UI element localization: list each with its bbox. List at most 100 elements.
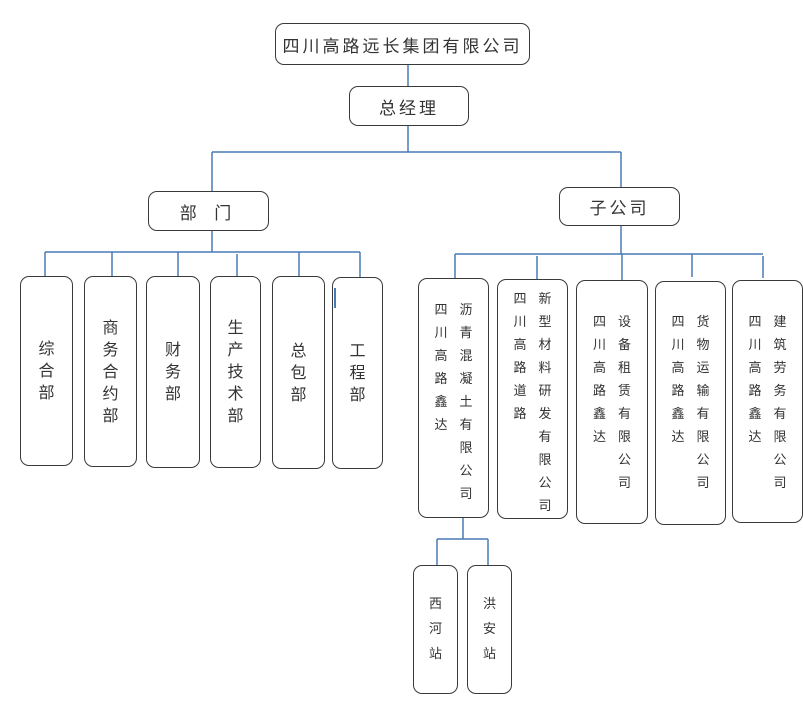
vertical-char: 路 xyxy=(671,384,685,399)
vertical-char: 司 xyxy=(618,476,632,491)
node-general-manager: 总经理 xyxy=(349,86,469,126)
vertical-char: 路 xyxy=(592,384,606,399)
vertical-char: 沥 xyxy=(459,303,473,318)
vertical-char: 司 xyxy=(696,476,710,491)
vertical-char: 司 xyxy=(773,476,787,491)
vertical-char: 部 xyxy=(227,406,244,425)
subsidiary-prefix: 四川高路鑫达 xyxy=(671,311,684,449)
vertical-char: 鑫 xyxy=(434,395,448,410)
vertical-char: 川 xyxy=(671,338,685,353)
vertical-char: 鑫 xyxy=(671,407,685,422)
vertical-char: 道 xyxy=(513,384,527,399)
vertical-char: 务 xyxy=(164,362,181,381)
vertical-char: 高 xyxy=(513,338,527,353)
node-general-manager-label: 总经理 xyxy=(379,98,439,119)
vertical-char: 术 xyxy=(227,384,244,403)
vertical-char: 限 xyxy=(459,441,473,456)
vertical-char: 部 xyxy=(102,405,119,425)
vertical-char: 四 xyxy=(434,303,448,318)
vertical-char: 混 xyxy=(459,349,473,364)
subsidiary-name: 新型材料研发有限公司 xyxy=(539,288,552,518)
vertical-char: 研 xyxy=(538,384,552,399)
vertical-char: 鑫 xyxy=(748,407,762,422)
vertical-char: 达 xyxy=(592,430,606,445)
subsidiary-prefix: 四川高路鑫达 xyxy=(593,311,606,449)
node-subsidiaries-label: 子公司 xyxy=(589,199,650,219)
vertical-char: 合 xyxy=(102,361,119,381)
vertical-char: 四 xyxy=(592,315,606,330)
vertical-char: 工 xyxy=(349,341,366,360)
vertical-char: 公 xyxy=(618,453,632,468)
vertical-char: 限 xyxy=(773,430,787,445)
vertical-char: 四 xyxy=(671,315,685,330)
vertical-char: 产 xyxy=(227,340,244,359)
vertical-char: 有 xyxy=(459,418,473,433)
subsidiary-prefix: 四川高路道路 xyxy=(513,288,526,426)
subsidiary-name: 建筑劳务有限公司 xyxy=(774,311,787,495)
vertical-char: 租 xyxy=(618,361,632,376)
vertical-char: 高 xyxy=(592,361,606,376)
vertical-char: 达 xyxy=(671,430,685,445)
node-dept-label: 生产技术部 xyxy=(227,317,243,427)
vertical-char: 有 xyxy=(696,407,710,422)
node-subsidiary-2: 四川高路道路 新型材料研发有限公司 xyxy=(497,279,568,519)
vertical-char: 路 xyxy=(513,407,527,422)
node-departments: 部 门 xyxy=(148,191,269,231)
vertical-char: 发 xyxy=(538,407,552,422)
node-subsidiary-1: 四川高路鑫达 沥青混凝土有限公司 xyxy=(418,278,489,518)
node-dept-2: 商务合约部 xyxy=(84,276,137,467)
vertical-char: 鑫 xyxy=(592,407,606,422)
vertical-char: 运 xyxy=(696,361,710,376)
vertical-char: 生 xyxy=(227,318,244,337)
vertical-char: 财 xyxy=(164,340,181,359)
subsidiary-name: 货物运输有限公司 xyxy=(697,311,710,495)
vertical-char: 西 xyxy=(428,597,442,612)
vertical-char: 设 xyxy=(618,315,632,330)
node-dept-label: 工程部 xyxy=(349,340,365,406)
vertical-char: 新 xyxy=(538,292,552,307)
vertical-char: 部 xyxy=(164,384,181,403)
vertical-char: 达 xyxy=(434,418,448,433)
subsidiary-prefix: 四川高路鑫达 xyxy=(748,311,761,449)
vertical-char: 司 xyxy=(459,487,473,502)
vertical-char: 路 xyxy=(748,384,762,399)
vertical-char: 安 xyxy=(482,622,496,637)
vertical-char: 部 xyxy=(349,385,366,404)
station-label: 洪安站 xyxy=(483,592,496,667)
vertical-char: 青 xyxy=(459,326,473,341)
vertical-char: 备 xyxy=(618,338,632,353)
vertical-char: 公 xyxy=(459,464,473,479)
vertical-char: 高 xyxy=(671,361,685,376)
vertical-char: 物 xyxy=(696,338,710,353)
vertical-char: 包 xyxy=(290,362,307,382)
vertical-char: 川 xyxy=(513,315,527,330)
vertical-char: 输 xyxy=(696,384,710,399)
node-subsidiary-5: 四川高路鑫达 建筑劳务有限公司 xyxy=(732,280,803,523)
node-subsidiary-4: 四川高路鑫达 货物运输有限公司 xyxy=(655,281,726,525)
stray-line-mark xyxy=(334,288,336,308)
node-company: 四川高路远长集团有限公司 xyxy=(275,23,530,65)
vertical-char: 限 xyxy=(538,453,552,468)
node-dept-1: 综合部 xyxy=(20,276,73,466)
vertical-char: 公 xyxy=(538,476,552,491)
vertical-char: 部 xyxy=(38,383,55,402)
vertical-char: 四 xyxy=(513,292,527,307)
vertical-char: 约 xyxy=(102,383,119,403)
vertical-char: 川 xyxy=(434,326,448,341)
vertical-char: 公 xyxy=(773,453,787,468)
vertical-char: 材 xyxy=(538,338,552,353)
vertical-char: 务 xyxy=(773,384,787,399)
vertical-char: 筑 xyxy=(773,338,787,353)
node-station-2: 洪安站 xyxy=(467,565,512,694)
subsidiary-name: 沥青混凝土有限公司 xyxy=(460,299,473,506)
vertical-char: 赁 xyxy=(618,384,632,399)
vertical-char: 有 xyxy=(618,407,632,422)
vertical-char: 川 xyxy=(592,338,606,353)
vertical-char: 洪 xyxy=(482,597,496,612)
vertical-char: 有 xyxy=(773,407,787,422)
vertical-char: 河 xyxy=(428,622,442,637)
node-dept-5: 总包部 xyxy=(272,276,325,469)
vertical-char: 达 xyxy=(748,430,762,445)
vertical-char: 务 xyxy=(102,339,119,359)
